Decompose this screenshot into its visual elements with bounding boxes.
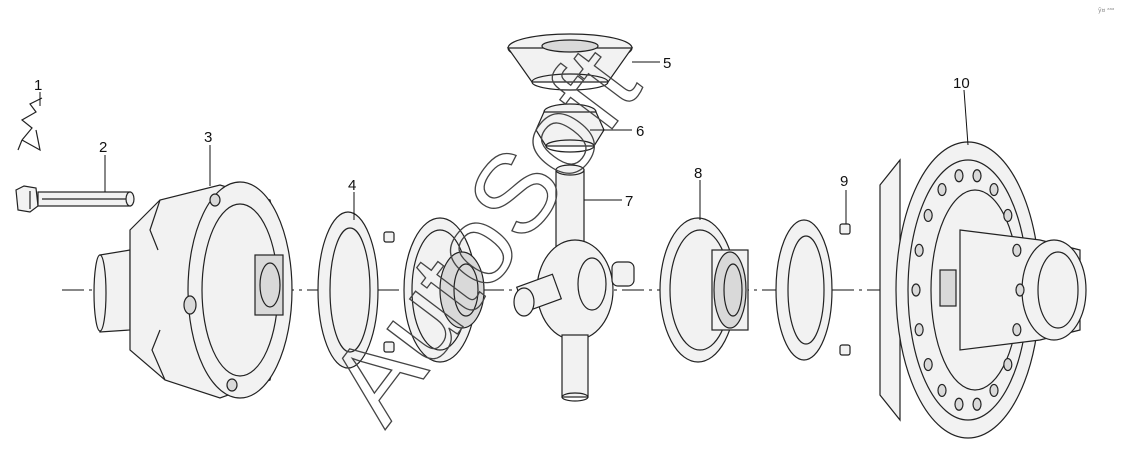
callout-8: 8	[694, 165, 702, 182]
bolt-hole	[989, 383, 999, 398]
bolt-hole	[1015, 283, 1025, 297]
part-5-bevel-gear	[506, 33, 634, 91]
bolt-hole	[972, 397, 982, 411]
callout-6: 6	[636, 123, 644, 140]
part-8-side-gear	[659, 217, 749, 363]
callout-5: 5	[663, 55, 671, 72]
bolt-hole	[937, 383, 947, 398]
bolt-hole	[972, 169, 982, 183]
part-2-bolt	[15, 185, 135, 213]
left-side-gear	[403, 217, 485, 363]
bolt-hole	[914, 323, 924, 337]
part-4-thrust-washer	[317, 211, 395, 369]
part-7-cross-shaft	[513, 164, 635, 402]
callout-7: 7	[625, 193, 633, 210]
bolt-hole	[937, 182, 947, 197]
bolt-hole	[1012, 243, 1022, 257]
part-10-differential-case	[879, 141, 1087, 439]
bolt-hole	[954, 169, 964, 183]
callout-1: 1	[34, 77, 42, 94]
bolt-hole-ring	[911, 169, 1025, 411]
leader-lines	[39, 61, 969, 224]
bolt-hole	[954, 397, 964, 411]
callout-9: 9	[840, 173, 848, 190]
bolt-hole	[1003, 208, 1013, 223]
bolt-hole	[1012, 323, 1022, 337]
callout-2: 2	[99, 139, 107, 156]
bolt-hole	[911, 283, 921, 297]
bolt-hole	[923, 208, 933, 223]
callout-10: 10	[953, 75, 970, 92]
bolt-hole	[1003, 357, 1013, 372]
bolt-hole	[923, 357, 933, 372]
bolt-hole	[989, 182, 999, 197]
part-9-pin	[839, 223, 851, 356]
part-3-housing	[93, 181, 293, 399]
part-6-pinion-gear	[535, 103, 605, 153]
callout-3: 3	[204, 129, 212, 146]
right-thrust-washer	[775, 219, 833, 361]
part-1-spring-clip	[17, 97, 43, 152]
corner-mark: ȳ¤ ᵃᵃᵃ	[1098, 7, 1114, 14]
bolt-hole	[914, 243, 924, 257]
callout-4: 4	[348, 177, 356, 194]
